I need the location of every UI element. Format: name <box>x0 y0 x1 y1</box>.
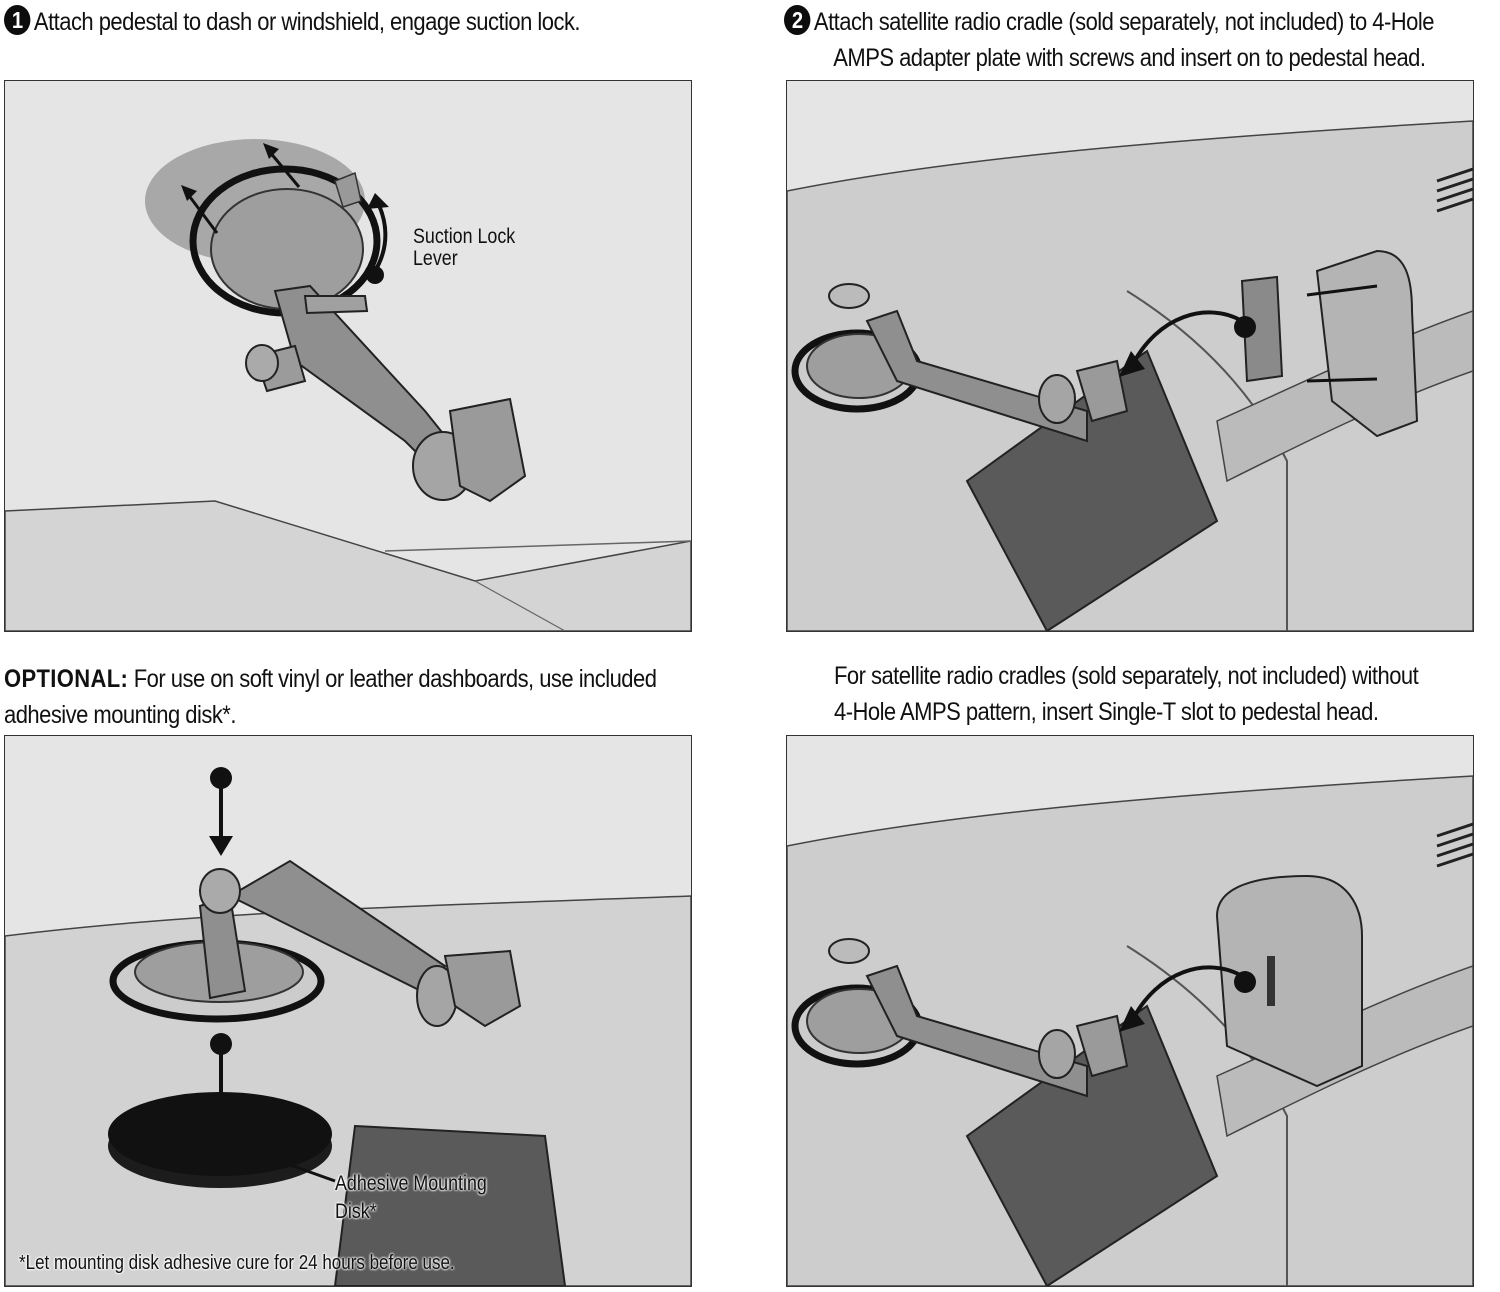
step2-caption-line1: Attach satellite radio cradle (sold sepa… <box>813 8 1435 36</box>
adhesive-disk-label: Adhesive Mounting Disk* <box>335 1172 487 1223</box>
step1-caption-text: Attach pedestal to dash or windshield, e… <box>33 8 581 36</box>
single-t-caption-line1: For satellite radio cradles (sold separa… <box>834 662 1419 690</box>
step1-illustration: Suction Lock Lever <box>4 80 692 632</box>
suction-lock-lever-label: Suction Lock Lever <box>413 225 516 270</box>
step2-illustration <box>786 80 1474 632</box>
amps-adapter-drawing <box>787 120 1473 631</box>
single-t-slot-drawing <box>787 775 1473 1286</box>
optional-caption-line2: adhesive mounting disk*. <box>4 701 236 729</box>
adhesive-disk-drawing <box>5 767 691 1286</box>
step1-number-badge: 1 <box>4 5 31 35</box>
cure-time-footnote: *Let mounting disk adhesive cure for 24 … <box>19 1252 455 1274</box>
single-t-caption: For satellite radio cradles (sold separa… <box>834 658 1494 730</box>
pedestal-suction-drawing <box>5 139 691 631</box>
single-t-caption-line2: 4-Hole AMPS pattern, insert Single-T slo… <box>834 698 1379 726</box>
step2-caption-line2: AMPS adapter plate with screws and inser… <box>833 44 1426 72</box>
optional-heading: OPTIONAL: <box>4 665 129 693</box>
single-t-illustration <box>786 735 1474 1287</box>
optional-caption: OPTIONAL: For use on soft vinyl or leath… <box>4 661 682 733</box>
optional-illustration: Adhesive Mounting Disk* *Let mounting di… <box>4 735 692 1287</box>
step2-number-badge: 2 <box>784 5 811 35</box>
optional-caption-line1: For use on soft vinyl or leather dashboa… <box>133 665 657 693</box>
